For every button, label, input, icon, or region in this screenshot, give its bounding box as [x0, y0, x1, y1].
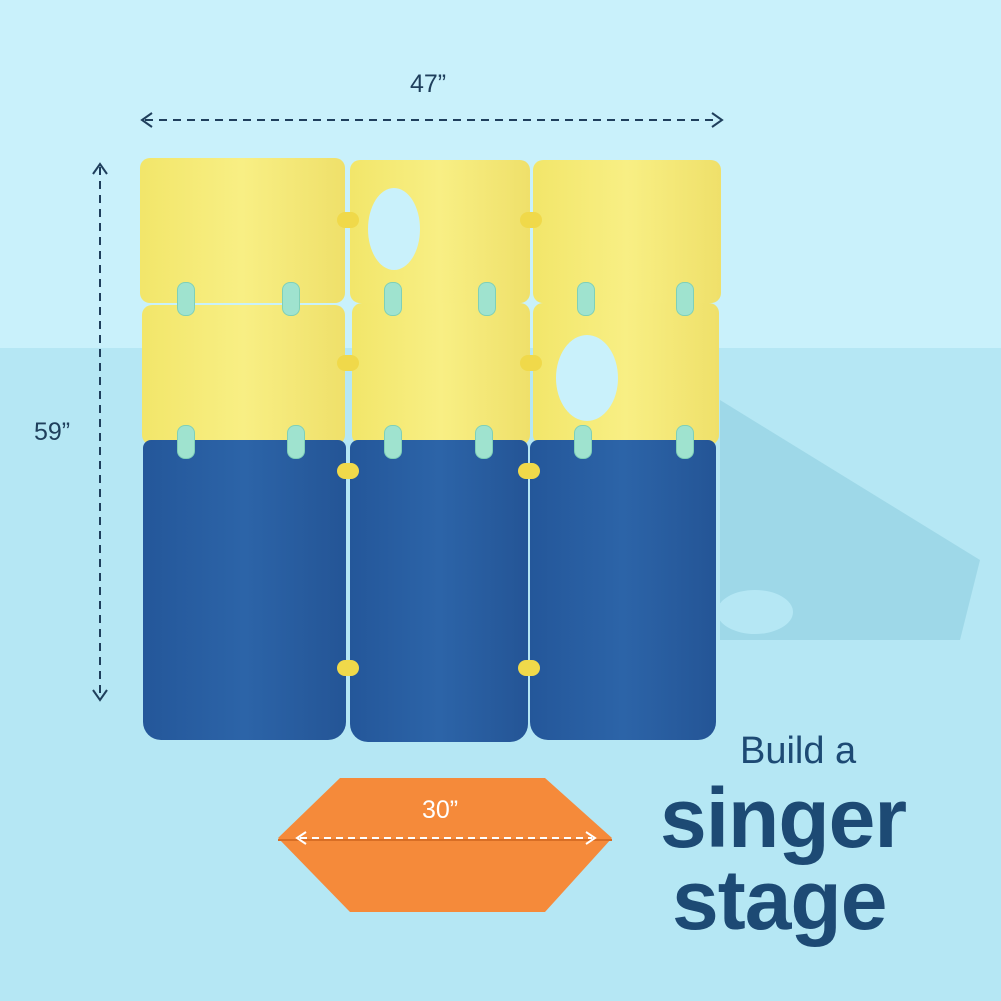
- connector-clip: [577, 282, 595, 316]
- orange-mat: [278, 778, 612, 912]
- side-clip: [520, 355, 542, 371]
- side-clip: [337, 660, 359, 676]
- shadow: [720, 400, 980, 640]
- connector-clip: [384, 425, 402, 459]
- peek-hole: [368, 188, 420, 270]
- shadow-hole: [717, 590, 793, 634]
- side-clip: [518, 660, 540, 676]
- connector-clip: [574, 425, 592, 459]
- connector-clip: [676, 282, 694, 316]
- mat-width-label: 30”: [422, 796, 459, 824]
- headline-line2: singer: [660, 771, 907, 865]
- connector-clip: [287, 425, 305, 459]
- headline-line1: Build a: [740, 730, 857, 772]
- connector-clip: [676, 425, 694, 459]
- connector-clip: [177, 282, 195, 316]
- connector-clip: [478, 282, 496, 316]
- connector-clip: [475, 425, 493, 459]
- peek-hole: [556, 335, 618, 421]
- side-clip: [337, 463, 359, 479]
- side-clip: [337, 355, 359, 371]
- side-clip: [337, 212, 359, 228]
- blue-panel: [350, 440, 528, 742]
- yellow-cube: [140, 158, 345, 303]
- yellow-cube: [533, 160, 721, 303]
- blue-panel: [143, 440, 346, 740]
- side-clip: [518, 463, 540, 479]
- yellow-cube: [352, 303, 530, 445]
- connector-clip: [282, 282, 300, 316]
- height-label: 59”: [34, 418, 71, 446]
- width-label: 47”: [410, 70, 447, 98]
- yellow-cube: [142, 305, 345, 445]
- headline-line3: stage: [672, 853, 887, 947]
- blue-panel: [530, 440, 716, 740]
- connector-clip: [384, 282, 402, 316]
- side-clip: [520, 212, 542, 228]
- connector-clip: [177, 425, 195, 459]
